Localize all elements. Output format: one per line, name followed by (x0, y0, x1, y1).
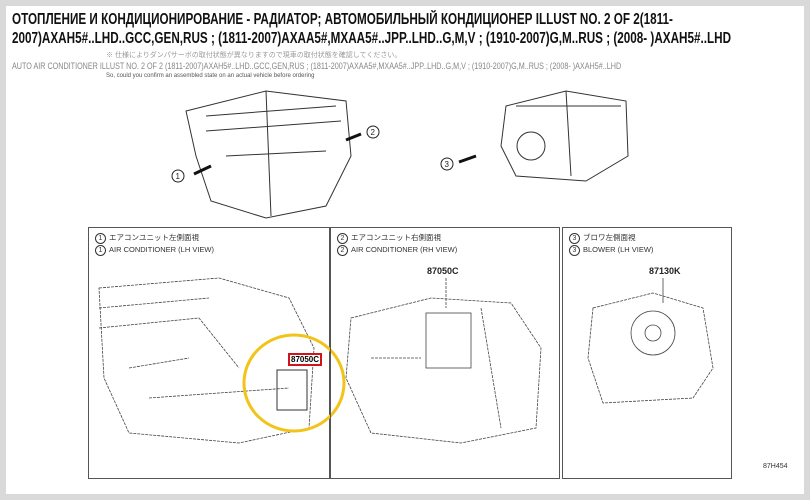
panel-label-jp: エアコンユニット右側面視 (351, 233, 441, 242)
callout-3: 3 (445, 160, 450, 169)
note-jp: ※ 仕様によりダンパサーボの取付状態が異なりますので現車の取付状態を確認してくだ… (106, 52, 402, 59)
panel-label-en: AIR CONDITIONER (LH VIEW) (109, 245, 215, 254)
parts-diagram-page: ОТОПЛЕНИЕ И КОНДИЦИОНИРОВАНИЕ - РАДИАТОР… (6, 6, 804, 494)
callout-1: 1 (176, 172, 181, 181)
panel-label-jp: エアコンユニット左側面視 (109, 233, 199, 242)
panel-label-en: BLOWER (LH VIEW) (583, 245, 654, 254)
note-en: So, could you confirm an assembled state… (106, 73, 315, 79)
subtitle: AUTO AIR CONDITIONER ILLUST NO. 2 OF 2 (… (12, 61, 622, 71)
part-number[interactable]: 87050C (427, 266, 459, 276)
panel-number: 2 (337, 245, 348, 256)
part-number-highlighted[interactable]: 87050C (288, 353, 323, 366)
panel-label-jp: ブロワ左側面視 (583, 233, 636, 242)
rh-view-drawing (345, 278, 542, 444)
part-number[interactable]: 87130K (649, 266, 681, 276)
callout-2: 2 (371, 128, 376, 137)
panel-number: 1 (95, 233, 106, 244)
blower-drawing (587, 278, 714, 404)
highlight-circle (242, 333, 346, 433)
page-title: ОТОПЛЕНИЕ И КОНДИЦИОНИРОВАНИЕ - РАДИАТОР… (12, 11, 732, 47)
diagram-id: 87H454 (763, 463, 788, 470)
panel-label-en: AIR CONDITIONER (RH VIEW) (351, 245, 458, 254)
panel-number: 3 (569, 245, 580, 256)
overview-illustration: 1 2 3 (171, 90, 629, 219)
panel-number: 1 (95, 245, 106, 256)
panel-number: 2 (337, 233, 348, 244)
panel-number: 3 (569, 233, 580, 244)
